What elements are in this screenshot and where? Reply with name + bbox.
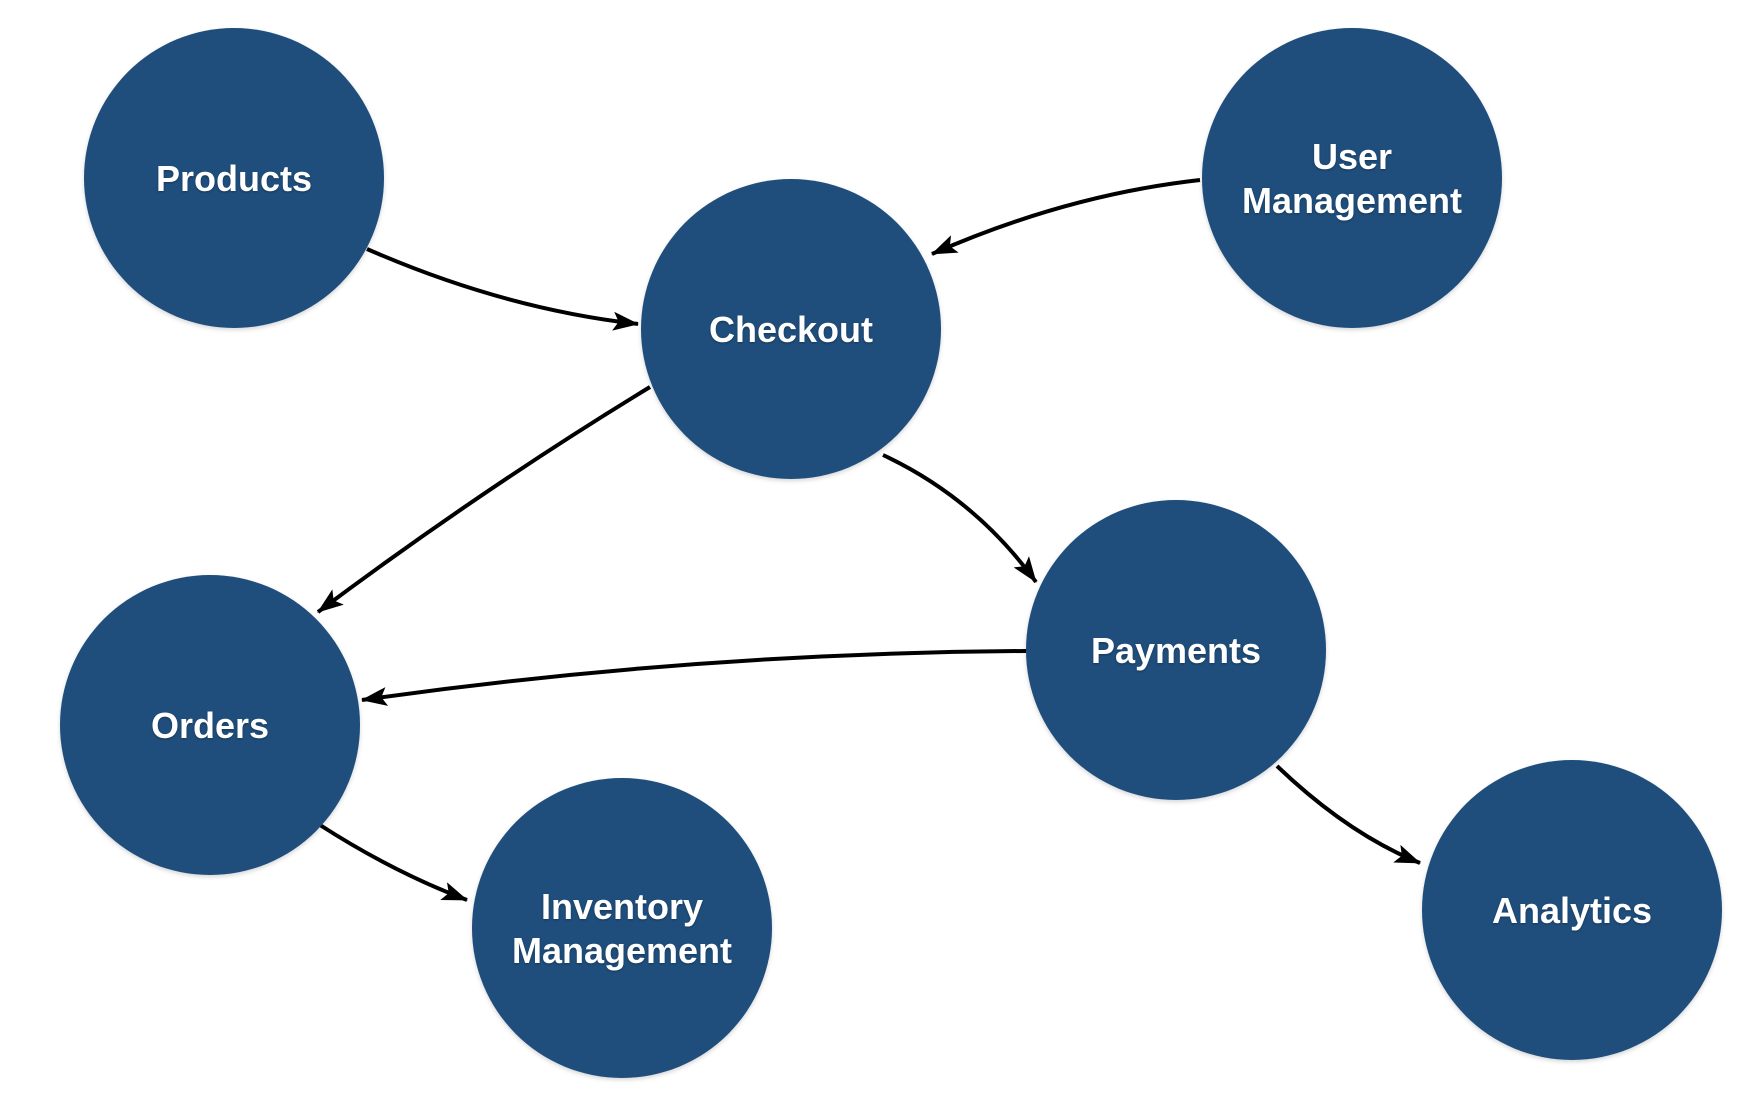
edge-payments-to-orders (361, 649, 1027, 706)
node-analytics-label: Analytics (1492, 890, 1652, 931)
node-checkout: Checkout (641, 179, 941, 479)
analytics-circle (1422, 760, 1722, 1060)
node-orders: Orders (60, 575, 360, 875)
node-orders-label: Orders (151, 705, 269, 746)
edge-checkout-to-payments (882, 453, 1038, 584)
user-management-circle (1202, 28, 1502, 328)
node-payments-label-line-1: Payments (1091, 630, 1261, 671)
node-checkout-label: Checkout (709, 309, 873, 350)
inventory-management-circle (472, 778, 772, 1078)
orders-circle (60, 575, 360, 875)
node-products-label: Products (156, 158, 312, 199)
node-payments: Payments (1026, 500, 1326, 800)
node-checkout-label-line-1: Checkout (709, 309, 873, 350)
node-analytics-label-line-1: Analytics (1492, 890, 1652, 931)
node-user-management-label-line-2: Management (1242, 180, 1462, 221)
edge-orders-to-inventory-management (318, 823, 468, 902)
node-payments-label: Payments (1091, 630, 1261, 671)
products-circle (84, 28, 384, 328)
node-products: Products (84, 28, 384, 328)
node-orders-label-line-1: Orders (151, 705, 269, 746)
edges-layer (316, 178, 1421, 902)
node-analytics: Analytics (1422, 760, 1722, 1060)
checkout-circle (641, 179, 941, 479)
node-user-management-label-line-1: User (1312, 136, 1392, 177)
node-products-label-line-1: Products (156, 158, 312, 199)
node-inventory-management-label-line-1: Inventory (541, 886, 703, 927)
node-inventory-management-label-line-2: Management (512, 930, 732, 971)
edge-checkout-to-orders (316, 385, 652, 614)
payments-circle (1026, 500, 1326, 800)
edge-user-management-to-checkout (931, 178, 1201, 256)
edge-products-to-checkout (366, 247, 639, 331)
edge-payments-to-analytics (1275, 764, 1421, 865)
